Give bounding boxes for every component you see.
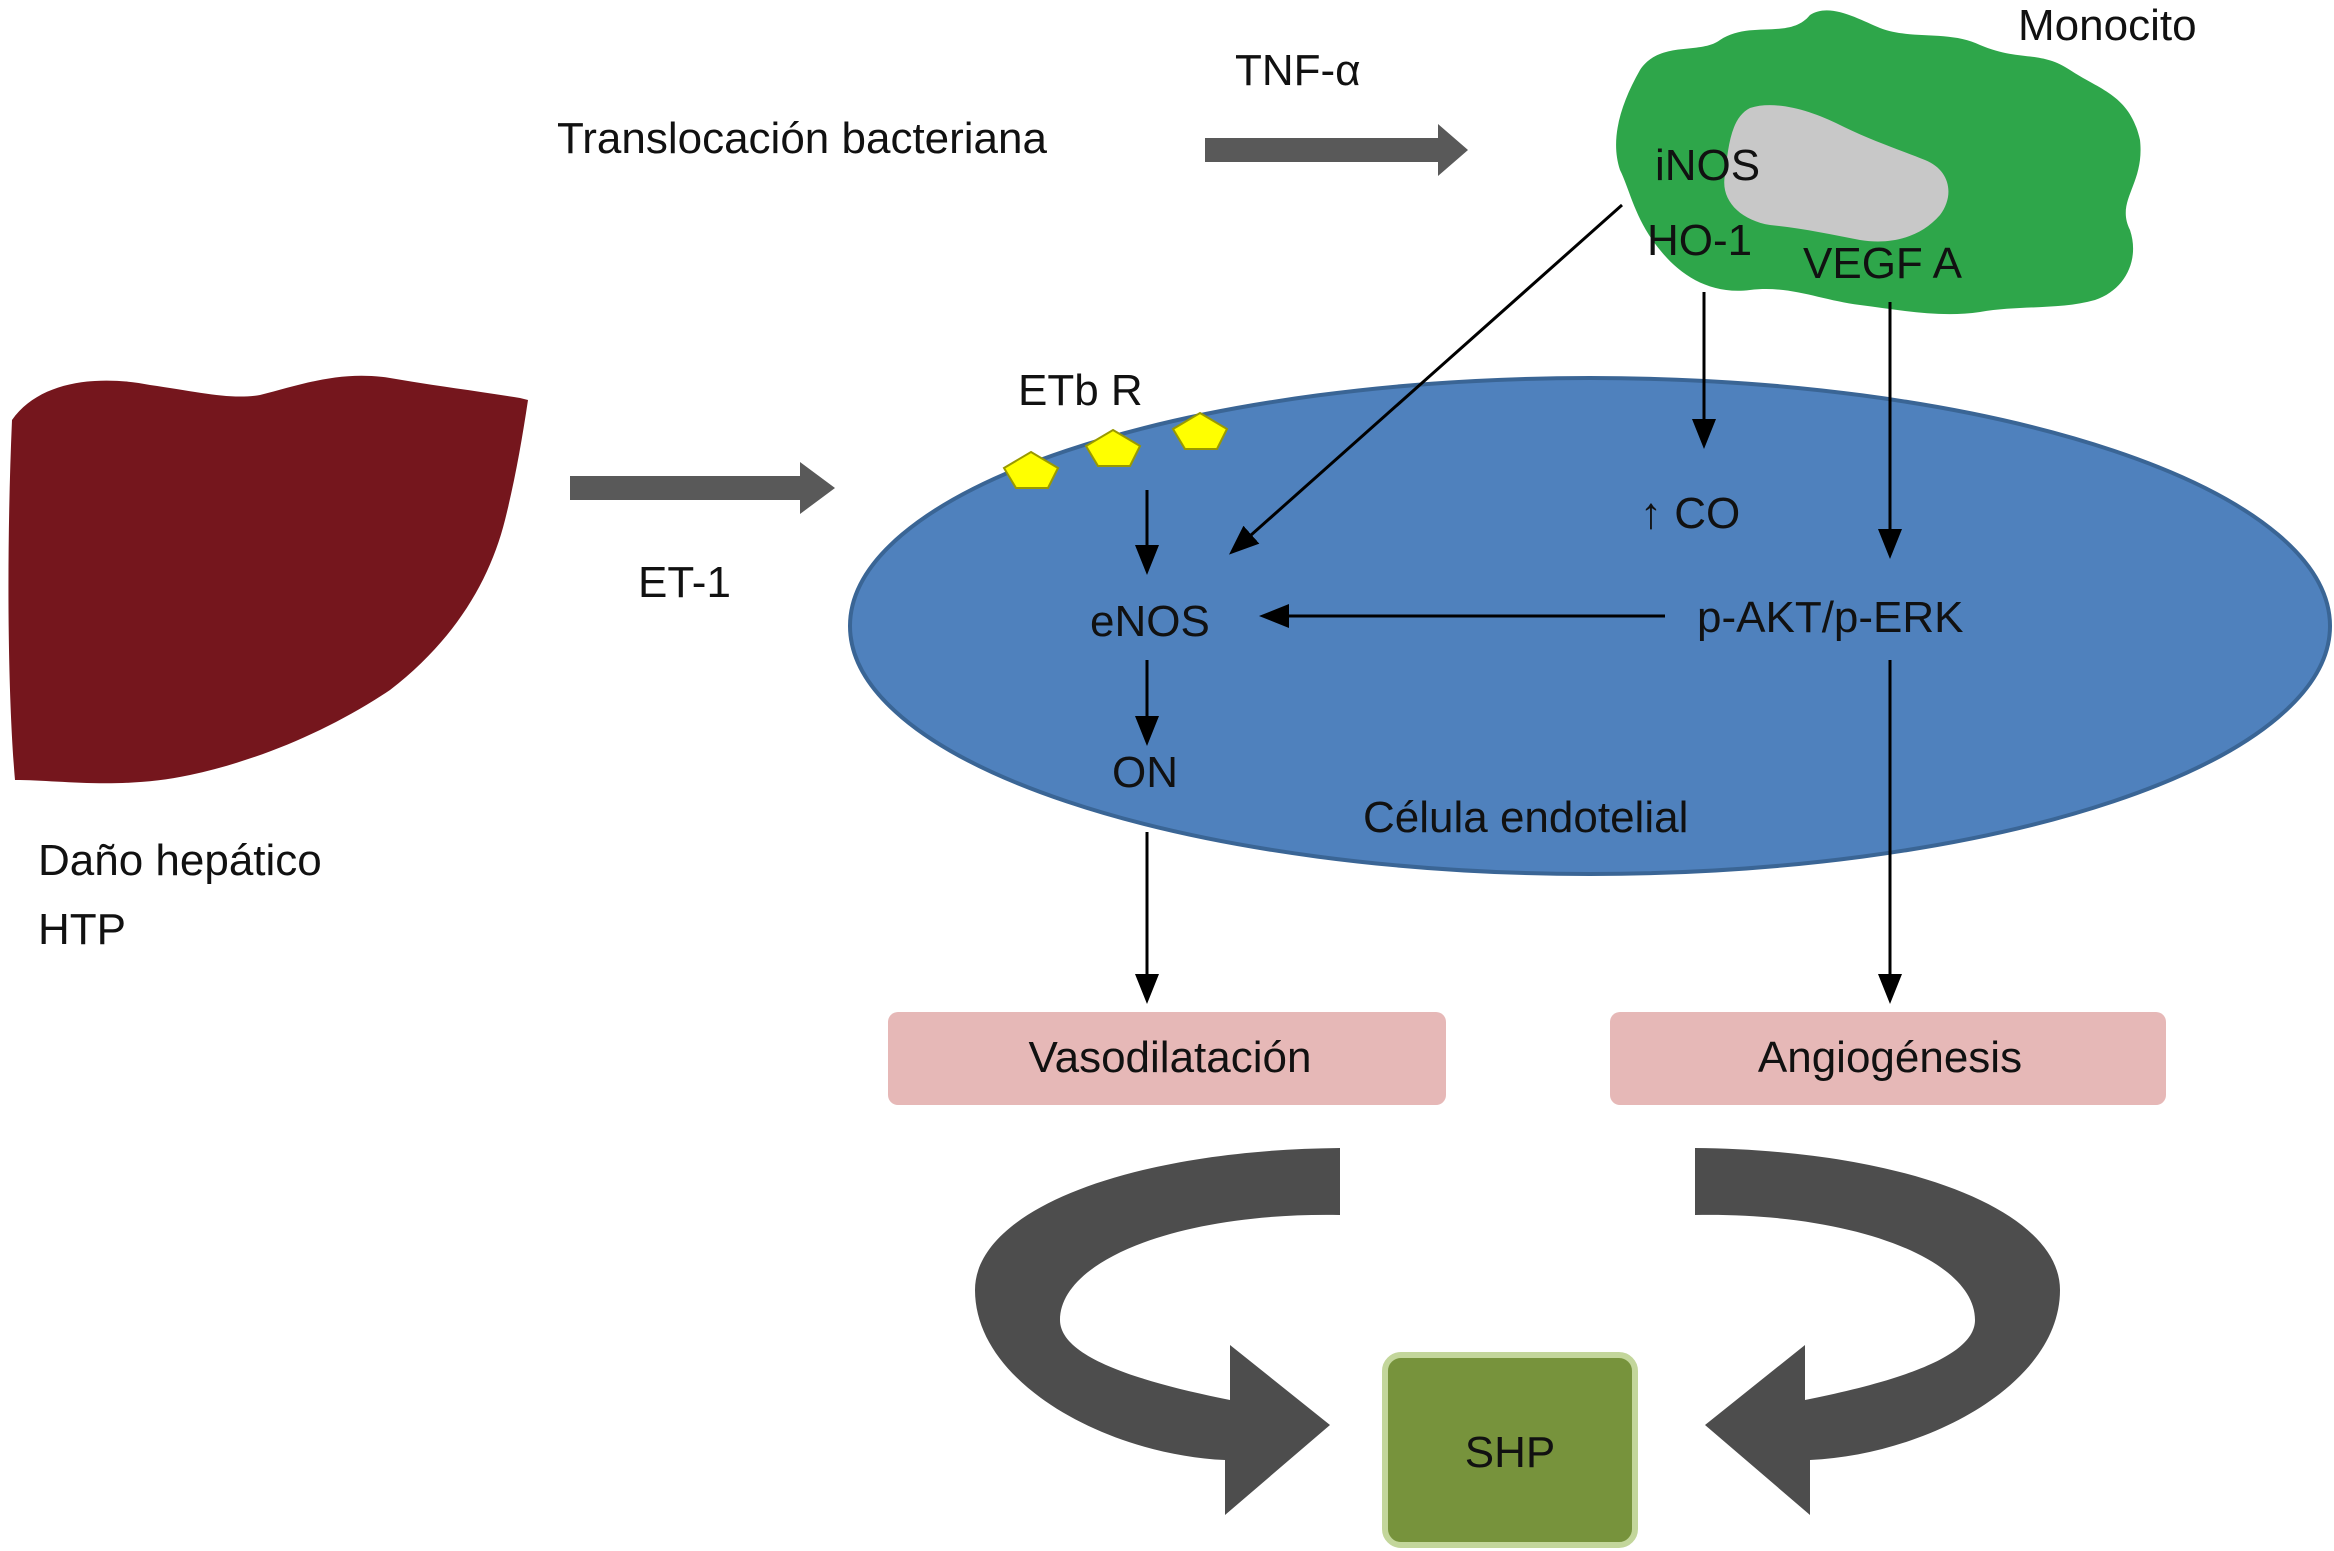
translocation-arrow (1205, 124, 1468, 176)
tnf-label: TNF-α (1235, 46, 1361, 95)
et1-label: ET-1 (638, 558, 731, 607)
translocation-label: Translocación bacteriana (557, 114, 1048, 163)
etb-receptor-1 (1002, 450, 1060, 489)
left-curved-arrow (975, 1148, 1340, 1515)
endothelial-cell (848, 376, 2332, 876)
liver-damage-label: Daño hepático (38, 836, 322, 885)
monocyte-label: Monocito (2018, 1, 2197, 50)
et1-arrow (570, 462, 835, 514)
on-label: ON (1112, 748, 1178, 797)
nucleus-shape (1724, 105, 1949, 242)
enos-label: eNOS (1090, 597, 1210, 646)
angiogenesis-box (1610, 1012, 2166, 1105)
vegf-label: VEGF A (1803, 239, 1963, 288)
etb-label: ETb R (1018, 366, 1143, 415)
inos-to-enos-arrow (1229, 203, 1623, 555)
pakt-label: p-AKT/p-ERK (1697, 593, 1964, 642)
htp-label: HTP (38, 905, 126, 954)
etb-receptor-2 (1084, 428, 1142, 467)
vasodilation-label: Vasodilatación (1029, 1033, 1312, 1082)
right-curved-arrow (1695, 1148, 2060, 1515)
ho1-label: HO-1 (1647, 216, 1752, 265)
endothelial-label: Célula endotelial (1363, 793, 1688, 842)
co-label: ↑ CO (1640, 489, 1740, 538)
vasodilation-box (888, 1012, 1446, 1105)
shp-box (1382, 1352, 1638, 1548)
shp-label: SHP (1465, 1428, 1555, 1477)
etb-receptor-3 (1171, 411, 1229, 450)
inos-label: iNOS (1655, 141, 1760, 190)
liver-shape (8, 375, 529, 784)
angiogenesis-label: Angiogénesis (1758, 1033, 2022, 1082)
